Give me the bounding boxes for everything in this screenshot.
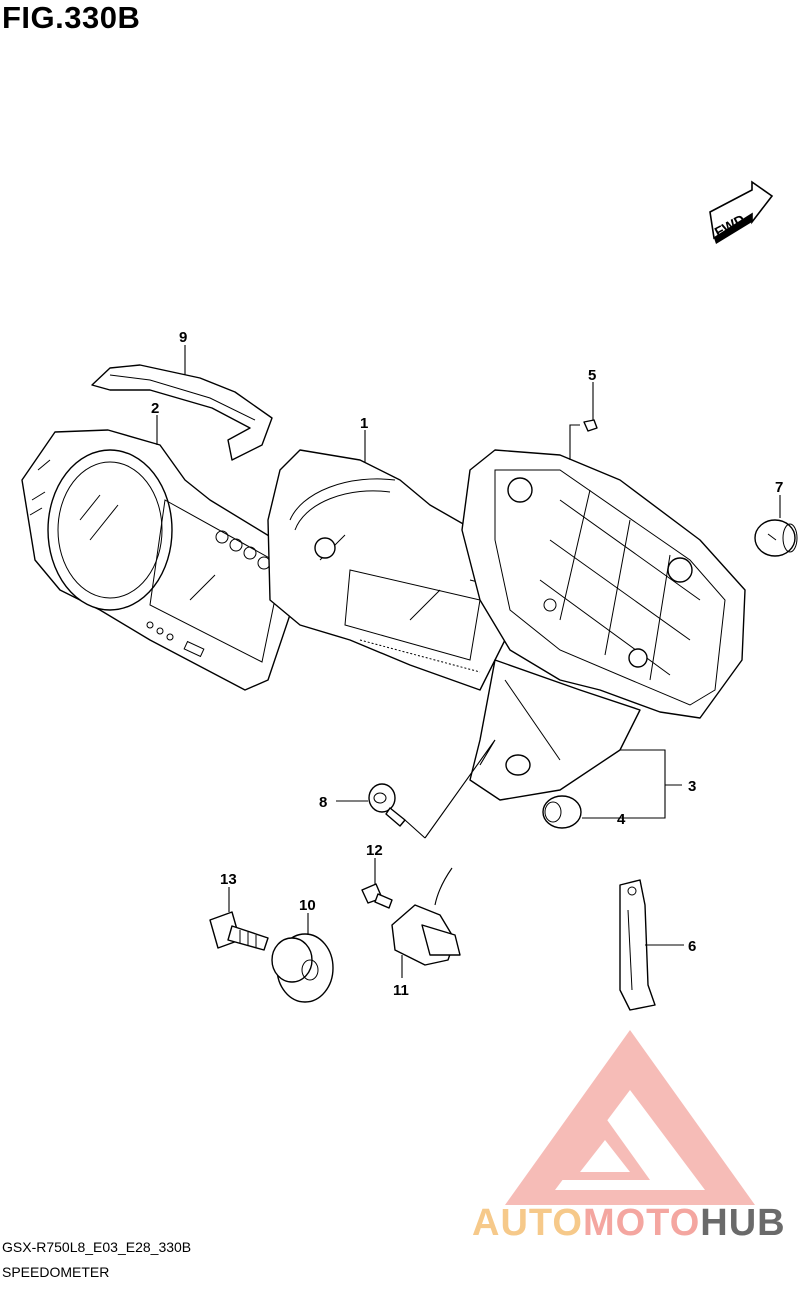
callout-9: 9 [179, 329, 187, 346]
watermark-logo [505, 1030, 755, 1205]
watermark-moto: MOTO [582, 1202, 701, 1244]
part-12-bolt [361, 883, 393, 909]
callout-8: 8 [319, 794, 327, 811]
part-6-clamp [619, 879, 656, 1011]
callout-10: 10 [299, 897, 316, 914]
part-9-cover [91, 364, 273, 461]
part-7-grommet [754, 519, 798, 557]
part-11-sensor [391, 867, 461, 966]
callout-5: 5 [588, 367, 596, 384]
callout-4: 4 [617, 811, 626, 828]
watermark-hub: HUB [700, 1202, 786, 1244]
figure-title: FIG.330B [2, 0, 141, 35]
callout-2: 2 [151, 400, 159, 417]
part-5-screw [569, 419, 598, 460]
callout-11: 11 [393, 982, 409, 999]
callout-3: 3 [688, 778, 696, 795]
figure-name: SPEEDOMETER [2, 1264, 110, 1280]
callout-13: 13 [220, 871, 237, 888]
callout-6: 6 [688, 938, 696, 955]
part-8-bolt [368, 783, 406, 827]
part-10-bushing [271, 933, 334, 1003]
callout-7: 7 [775, 479, 783, 496]
part-3-rear-case [461, 449, 746, 801]
part-4-grommet [542, 795, 582, 829]
watermark-text: AUTOMOTOHUB [472, 1202, 786, 1245]
callout-1: 1 [360, 415, 368, 432]
figure-code: GSX-R750L8_E03_E28_330B [2, 1239, 192, 1255]
fwd-arrow-icon: FWD [709, 180, 774, 244]
watermark-auto: AUTO [472, 1202, 583, 1244]
part-2-front-cover [21, 429, 301, 691]
leader-lines [156, 345, 781, 978]
part-13-bolt [209, 911, 269, 951]
callout-12: 12 [366, 842, 383, 859]
